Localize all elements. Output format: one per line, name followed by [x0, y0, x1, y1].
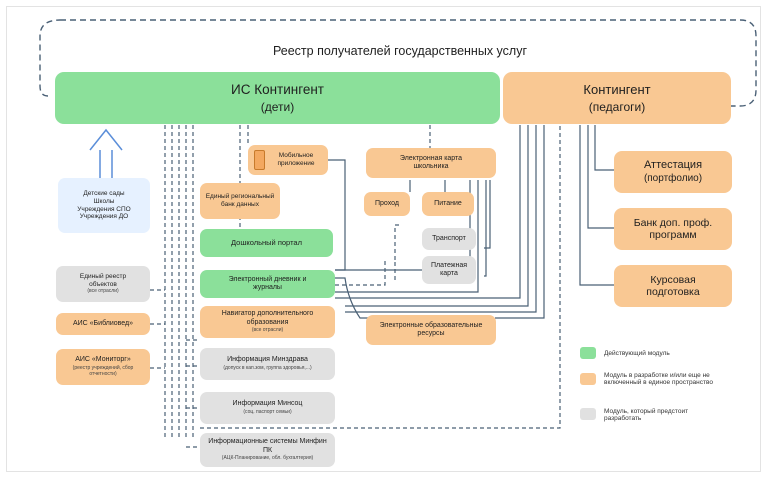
courses-label: Курсовая подготовка — [646, 273, 700, 298]
legend-swatch-active — [580, 347, 596, 359]
student-card-label: Электронная карта школьника — [399, 154, 463, 170]
legend-text-planned: Модуль, который предстоит разработать — [604, 408, 689, 423]
registry-outline — [39, 19, 757, 107]
minzdrav-node[interactable]: Информация Минздрава (допуск в кап.зом, … — [200, 348, 335, 380]
payment-card-label: Платежная карта — [430, 261, 468, 277]
legend-text-developing: Модуль в разработке и/или еще не включен… — [604, 372, 713, 387]
regional-bank-node[interactable]: Единый региональный банк данных — [200, 183, 280, 219]
e-diary-label: Электронный дневник и журналы — [228, 275, 307, 291]
minfin-note: (АЦК-Планирование, обл. бухгалтерия) — [221, 454, 314, 461]
solid-connectors — [327, 125, 615, 319]
ais-library-node[interactable]: АИС «Библиовед» — [56, 313, 150, 335]
minfin-node[interactable]: Информационные системы Минфин ПК (АЦК-Пл… — [200, 433, 335, 467]
institution-do: Учреждения ДО — [79, 213, 129, 221]
courses-node[interactable]: Курсовая подготовка — [614, 265, 732, 307]
teachers-contingent-box[interactable]: Контингент (педагоги) — [503, 72, 731, 124]
ais-library-label: АИС «Библиовед» — [72, 319, 134, 327]
pass-label: Проход — [375, 199, 399, 207]
unified-registry-node[interactable]: Единый реестр объектов (все отрасли) — [56, 266, 150, 302]
preschool-portal-node[interactable]: Дошкольный портал — [200, 229, 333, 257]
teachers-title: Контингент — [583, 82, 651, 98]
e-diary-node[interactable]: Электронный дневник и журналы — [200, 270, 335, 298]
minzdrav-title: Информация Минздрава — [227, 356, 308, 364]
bank-programs-node[interactable]: Банк доп. проф. программ — [614, 208, 732, 250]
mobile-app-label: Мобильное приложение — [277, 152, 315, 167]
children-subtitle: (дети) — [260, 99, 295, 114]
minzdrav-note: (допуск в кап.зом, группа здоровья,...) — [223, 364, 312, 371]
diagram-frame — [6, 6, 761, 472]
teachers-subtitle: (педагоги) — [588, 99, 646, 114]
institution-kindergartens: Детские сады — [83, 190, 125, 198]
institution-schools: Школы — [93, 197, 115, 205]
children-contingent-box[interactable]: ИС Контингент (дети) — [55, 72, 500, 124]
transport-label: Транспорт — [432, 234, 466, 242]
institution-spo: Учреждения СПО — [77, 205, 131, 213]
legend-swatch-planned — [580, 408, 596, 420]
minsoc-title: Информация Минсоц — [232, 400, 303, 408]
pass-node[interactable]: Проход — [364, 192, 410, 216]
student-card-node[interactable]: Электронная карта школьника — [366, 148, 496, 178]
unified-registry-title: Единый реестр объектов — [79, 272, 127, 288]
payment-card-node[interactable]: Платежная карта — [422, 256, 476, 284]
minsoc-note: (соц. паспорт семьи) — [243, 408, 292, 415]
food-node[interactable]: Питание — [422, 192, 474, 216]
bank-programs-label: Банк доп. проф. программ — [633, 216, 713, 241]
registry-title: Реестр получателей государственных услуг — [272, 44, 528, 58]
institutions-box: Детские сады Школы Учреждения СПО Учрежд… — [58, 178, 150, 233]
phone-icon — [254, 150, 265, 170]
unified-registry-note: (все отрасли) — [87, 288, 119, 295]
mobile-app-node[interactable]: Мобильное приложение — [248, 145, 328, 175]
input-arrow — [89, 128, 123, 178]
additional-ed-nav-note: (все отрасли) — [251, 326, 284, 333]
ais-monitor-title: АИС «Мониторг» — [75, 356, 131, 364]
additional-ed-nav-node[interactable]: Навигатор дополнительного образования (в… — [200, 306, 335, 338]
attestation-subtitle: (портфолио) — [643, 173, 703, 185]
ais-monitor-note: (реестр учреждений, сбор отчетности) — [72, 364, 134, 377]
attestation-title: Аттестация — [643, 159, 703, 172]
preschool-portal-label: Дошкольный портал — [231, 237, 302, 247]
regional-bank-label: Единый региональный банк данных — [205, 193, 275, 208]
children-title: ИС Контингент — [231, 81, 324, 97]
e-resources-label: Электронные образовательные ресурсы — [379, 321, 483, 337]
minsoc-node[interactable]: Информация Минсоц (соц. паспорт семьи) — [200, 392, 335, 424]
minfin-title: Информационные системы Минфин ПК — [208, 438, 327, 454]
e-resources-node[interactable]: Электронные образовательные ресурсы — [366, 315, 496, 345]
legend-swatch-developing — [580, 373, 596, 385]
food-label: Питание — [434, 199, 462, 207]
additional-ed-nav-title: Навигатор дополнительного образования — [221, 310, 314, 326]
attestation-node[interactable]: Аттестация (портфолио) — [614, 151, 732, 193]
transport-node[interactable]: Транспорт — [422, 228, 476, 250]
ais-monitor-node[interactable]: АИС «Мониторг» (реестр учреждений, сбор … — [56, 349, 150, 385]
legend-text-active: Действующий модуль — [604, 350, 670, 357]
